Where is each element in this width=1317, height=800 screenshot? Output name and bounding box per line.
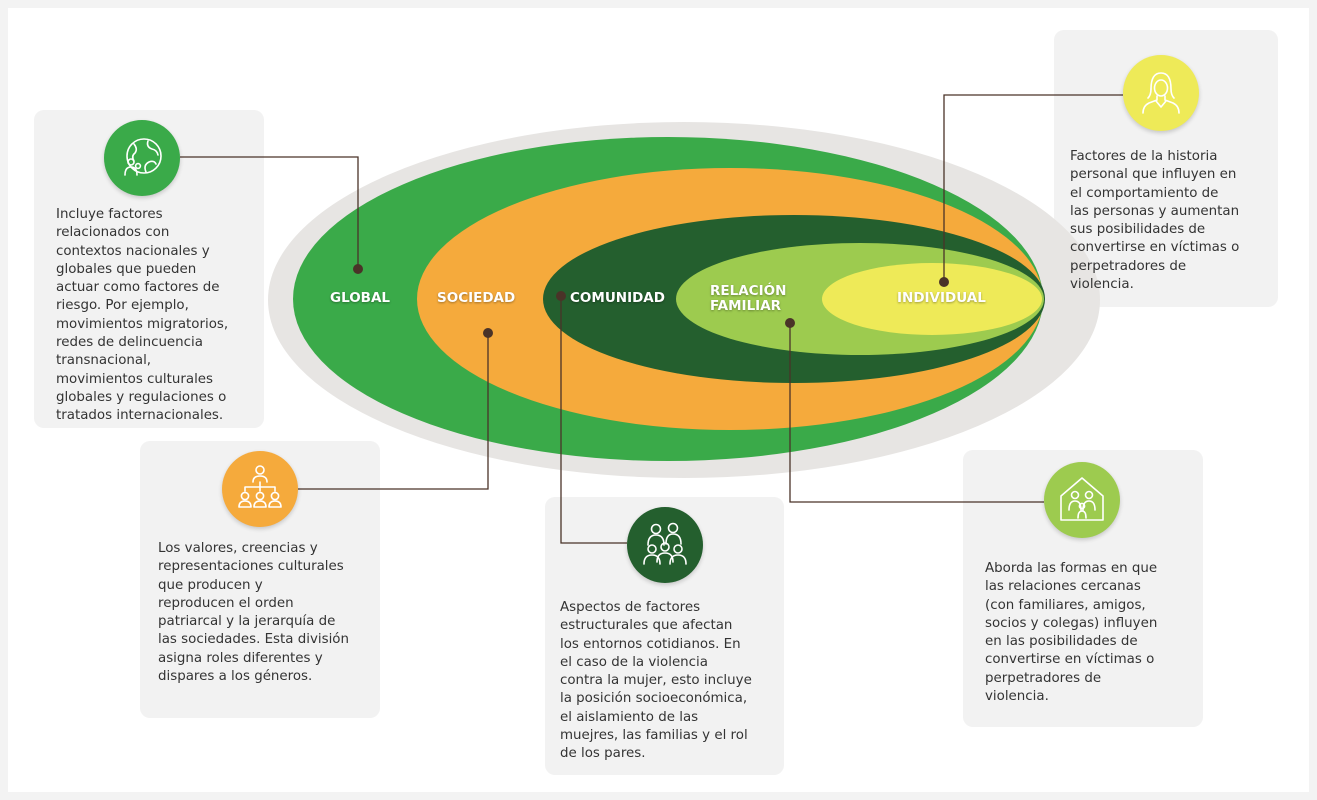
- text-line: movimientos culturales: [56, 371, 213, 387]
- text-line: violencia.: [985, 689, 1049, 705]
- dot-relacion: [785, 318, 795, 328]
- connector-relacion: [789, 323, 1044, 503]
- text-line: contra la mujer, esto incluye: [560, 673, 752, 689]
- label-relacion: RELACIÓN FAMILIAR: [710, 284, 786, 314]
- family-house-icon: [1044, 462, 1120, 538]
- text-line: movimientos migratorios,: [56, 316, 229, 332]
- ellipse-individual: [822, 263, 1042, 335]
- globe-people-icon: [104, 120, 180, 196]
- text-line: Factores de la historia: [1070, 149, 1218, 164]
- community-group-icon: [627, 507, 703, 583]
- text-line: en las posibilidades de: [985, 634, 1138, 650]
- text-line: el aislamiento de las: [560, 709, 699, 725]
- text-line: los entornos cotidianos. En: [560, 636, 741, 652]
- text-line: (con familiares, amigos,: [985, 597, 1146, 613]
- text-line: asigna roles diferentes y: [158, 650, 323, 666]
- text-line: personal que influyen en: [1070, 167, 1237, 183]
- desc-sociedad: Los valores, creencias y representacione…: [158, 540, 349, 686]
- text-line: transnacional,: [56, 353, 152, 369]
- text-line: convertirse en víctimas o: [1070, 240, 1240, 256]
- text-line: las relaciones cercanas: [985, 579, 1141, 595]
- text-line: perpetradores de: [1070, 258, 1187, 274]
- connectors: [180, 94, 1123, 544]
- desc-individual: Factores de la historia personal que inf…: [1070, 148, 1239, 294]
- hierarchy-people-icon: [222, 451, 298, 527]
- label-individual: INDIVIDUAL: [897, 290, 986, 306]
- dot-global: [353, 264, 363, 274]
- text-line: que producen y: [158, 577, 263, 593]
- text-line: riesgo. Por ejemplo,: [56, 298, 189, 314]
- text-line: las sociedades. Esta división: [158, 632, 349, 648]
- text-line: violencia.: [1070, 277, 1134, 293]
- desc-comunidad: Aspectos de factores estructurales que a…: [560, 599, 752, 764]
- text-line: convertirse en víctimas o: [985, 652, 1155, 668]
- label-global: GLOBAL: [330, 290, 391, 306]
- text-line: reproducen el orden: [158, 595, 294, 611]
- text-line: relacionados con: [56, 225, 170, 241]
- label-comunidad: COMUNIDAD: [570, 290, 665, 306]
- text-line: estructurales que afectan: [560, 618, 733, 634]
- label-relacion-line1: RELACIÓN: [710, 283, 787, 299]
- text-line: Los valores, creencias y: [158, 541, 318, 556]
- text-line: contextos nacionales y: [56, 243, 210, 259]
- text-line: socios y colegas) influyen: [985, 615, 1158, 631]
- desc-relacion: Aborda las formas en que las relaciones …: [985, 560, 1157, 706]
- text-line: Aspectos de factores: [560, 600, 701, 615]
- dot-comunidad: [556, 291, 566, 301]
- text-line: actuar como factores de: [56, 280, 220, 296]
- text-line: globales y regulaciones o: [56, 389, 227, 405]
- text-line: las personas y aumentan: [1070, 203, 1240, 219]
- text-line: la posición socioeconómica,: [560, 691, 748, 707]
- label-relacion-line2: FAMILIAR: [710, 298, 782, 314]
- text-line: de los pares.: [560, 746, 646, 762]
- text-line: el caso de la violencia: [560, 654, 708, 670]
- text-line: Incluye factores: [56, 207, 163, 222]
- text-line: tratados internacionales.: [56, 408, 224, 424]
- text-line: dispares a los géneros.: [158, 669, 313, 685]
- text-line: el comportamiento de: [1070, 185, 1219, 201]
- text-line: redes de delincuencia: [56, 335, 203, 351]
- text-line: muejres, las familias y el rol: [560, 728, 748, 744]
- woman-portrait-icon: [1123, 55, 1199, 131]
- text-line: representaciones culturales: [158, 559, 344, 575]
- text-line: patriarcal y la jerarquía de: [158, 614, 336, 630]
- dot-sociedad: [483, 328, 493, 338]
- text-line: perpetradores de: [985, 670, 1102, 686]
- desc-global: Incluye factores relacionados con contex…: [56, 206, 228, 426]
- text-line: Aborda las formas en que: [985, 561, 1158, 576]
- connector-global: [180, 156, 359, 269]
- connector-individual: [943, 94, 1123, 282]
- label-sociedad: SOCIEDAD: [437, 290, 516, 306]
- connector-sociedad: [298, 333, 489, 490]
- text-line: globales que pueden: [56, 261, 197, 277]
- connector-comunidad: [560, 296, 627, 544]
- dot-individual: [939, 277, 949, 287]
- text-line: sus posibilidades de: [1070, 222, 1206, 238]
- connector-dots: [353, 264, 949, 338]
